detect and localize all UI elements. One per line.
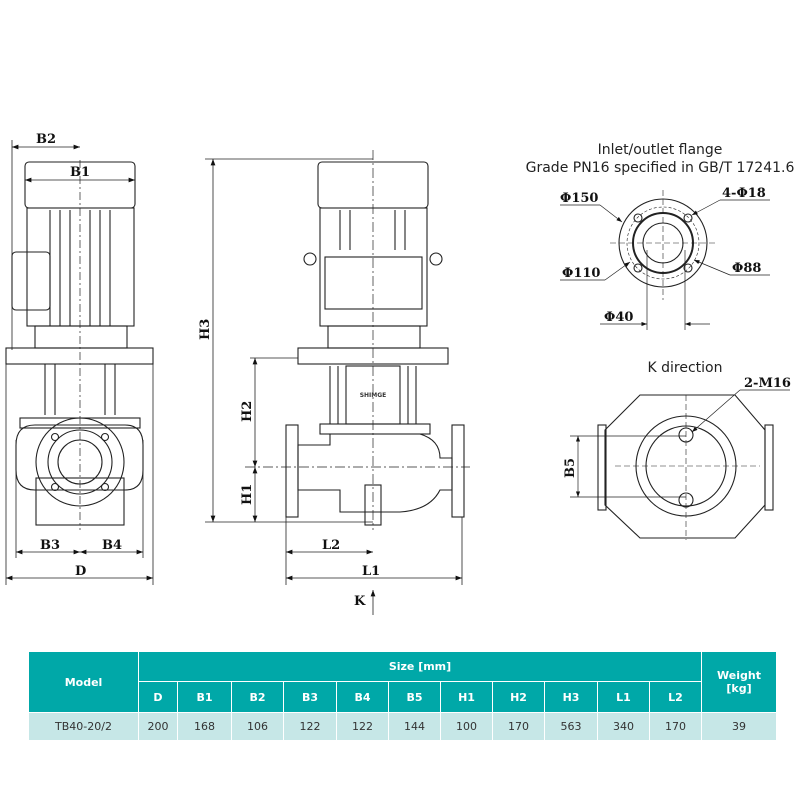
dimensions-table: Model Size [mm] Weight [kg] D B1 B2 B3 B… <box>28 651 777 741</box>
label-d110: Φ110 <box>562 266 600 281</box>
flange-title-1: Inlet/outlet flange <box>598 142 723 158</box>
technical-drawing: B2 B1 B3 B4 D H3 H2 H1 L2 L1 K SHIMGE In… <box>5 132 795 615</box>
cell-b3: 122 <box>283 712 337 741</box>
side-view-pump <box>5 160 154 530</box>
cell-b4: 122 <box>336 712 389 741</box>
header-b3: B3 <box>283 681 337 713</box>
label-h2: H2 <box>240 401 255 422</box>
cell-l2: 170 <box>649 712 702 741</box>
flange-diagram <box>560 190 770 330</box>
header-size: Size [mm] <box>138 651 702 682</box>
label-b4: B4 <box>102 538 122 553</box>
cell-h1: 100 <box>440 712 493 741</box>
header-h1: H1 <box>440 681 493 713</box>
front-view-pump <box>245 150 470 530</box>
cell-l1: 340 <box>597 712 650 741</box>
label-b5: B5 <box>563 458 578 478</box>
cell-b1: 168 <box>177 712 232 741</box>
header-b4: B4 <box>336 681 389 713</box>
flange-title-2: Grade PN16 specified in GB/T 17241.6 <box>526 160 795 176</box>
cell-weight: 39 <box>701 712 777 741</box>
label-d40: Φ40 <box>604 310 633 325</box>
nameplate-text: SHIMGE <box>360 392 387 399</box>
header-l1: L1 <box>597 681 650 713</box>
label-h1: H1 <box>240 484 255 505</box>
header-b2: B2 <box>231 681 284 713</box>
header-b5: B5 <box>388 681 441 713</box>
label-d88: Φ88 <box>732 261 761 276</box>
label-b2: B2 <box>36 132 56 147</box>
header-h3: H3 <box>544 681 598 713</box>
header-l2: L2 <box>649 681 702 713</box>
label-d150: Φ150 <box>560 191 598 206</box>
header-d: D <box>138 681 178 713</box>
cell-b5: 144 <box>388 712 441 741</box>
cell-d: 200 <box>138 712 178 741</box>
header-h2: H2 <box>492 681 545 713</box>
cell-h3: 563 <box>544 712 598 741</box>
label-b1: B1 <box>70 165 90 180</box>
cell-model: TB40-20/2 <box>28 712 139 741</box>
cell-h2: 170 <box>492 712 545 741</box>
header-model: Model <box>28 651 139 713</box>
label-2-m16: 2-M16 <box>744 376 791 391</box>
label-h3: H3 <box>198 319 213 340</box>
label-k: K <box>354 594 366 609</box>
k-direction-diagram <box>570 389 790 540</box>
label-b3: B3 <box>40 538 60 553</box>
header-b1: B1 <box>177 681 232 713</box>
cell-b2: 106 <box>231 712 284 741</box>
header-weight: Weight [kg] <box>701 651 777 713</box>
label-d: D <box>75 564 86 579</box>
label-l2: L2 <box>322 538 340 553</box>
k-direction-title: K direction <box>648 360 723 376</box>
label-l1: L1 <box>362 564 380 579</box>
label-4-d18: 4-Φ18 <box>722 186 766 201</box>
table-row: TB40-20/2 200 168 106 122 122 144 100 17… <box>28 712 777 741</box>
